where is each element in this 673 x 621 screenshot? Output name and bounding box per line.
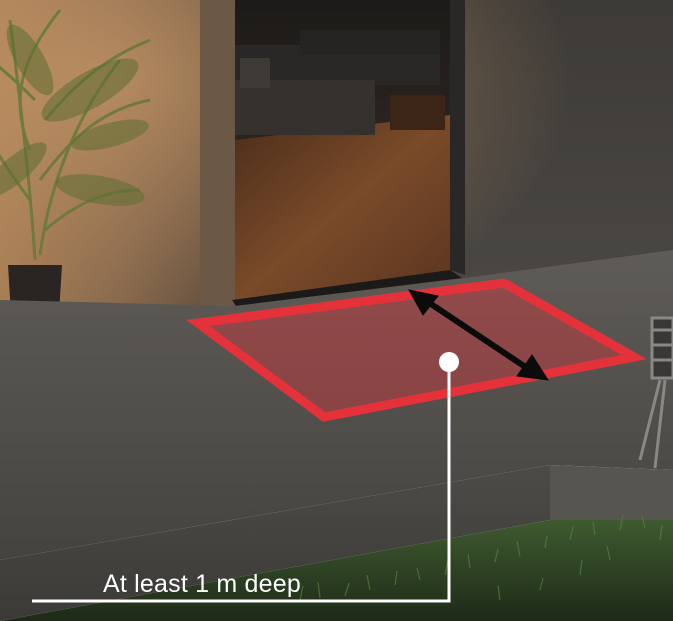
interior-wood-floor — [235, 115, 450, 300]
depth-caption: At least 1 m deep — [103, 570, 301, 599]
sofa-icon — [235, 30, 445, 135]
left-wall-corner — [200, 0, 235, 318]
door-jamb-right — [450, 0, 465, 275]
terrace-right-ledge — [550, 465, 673, 520]
